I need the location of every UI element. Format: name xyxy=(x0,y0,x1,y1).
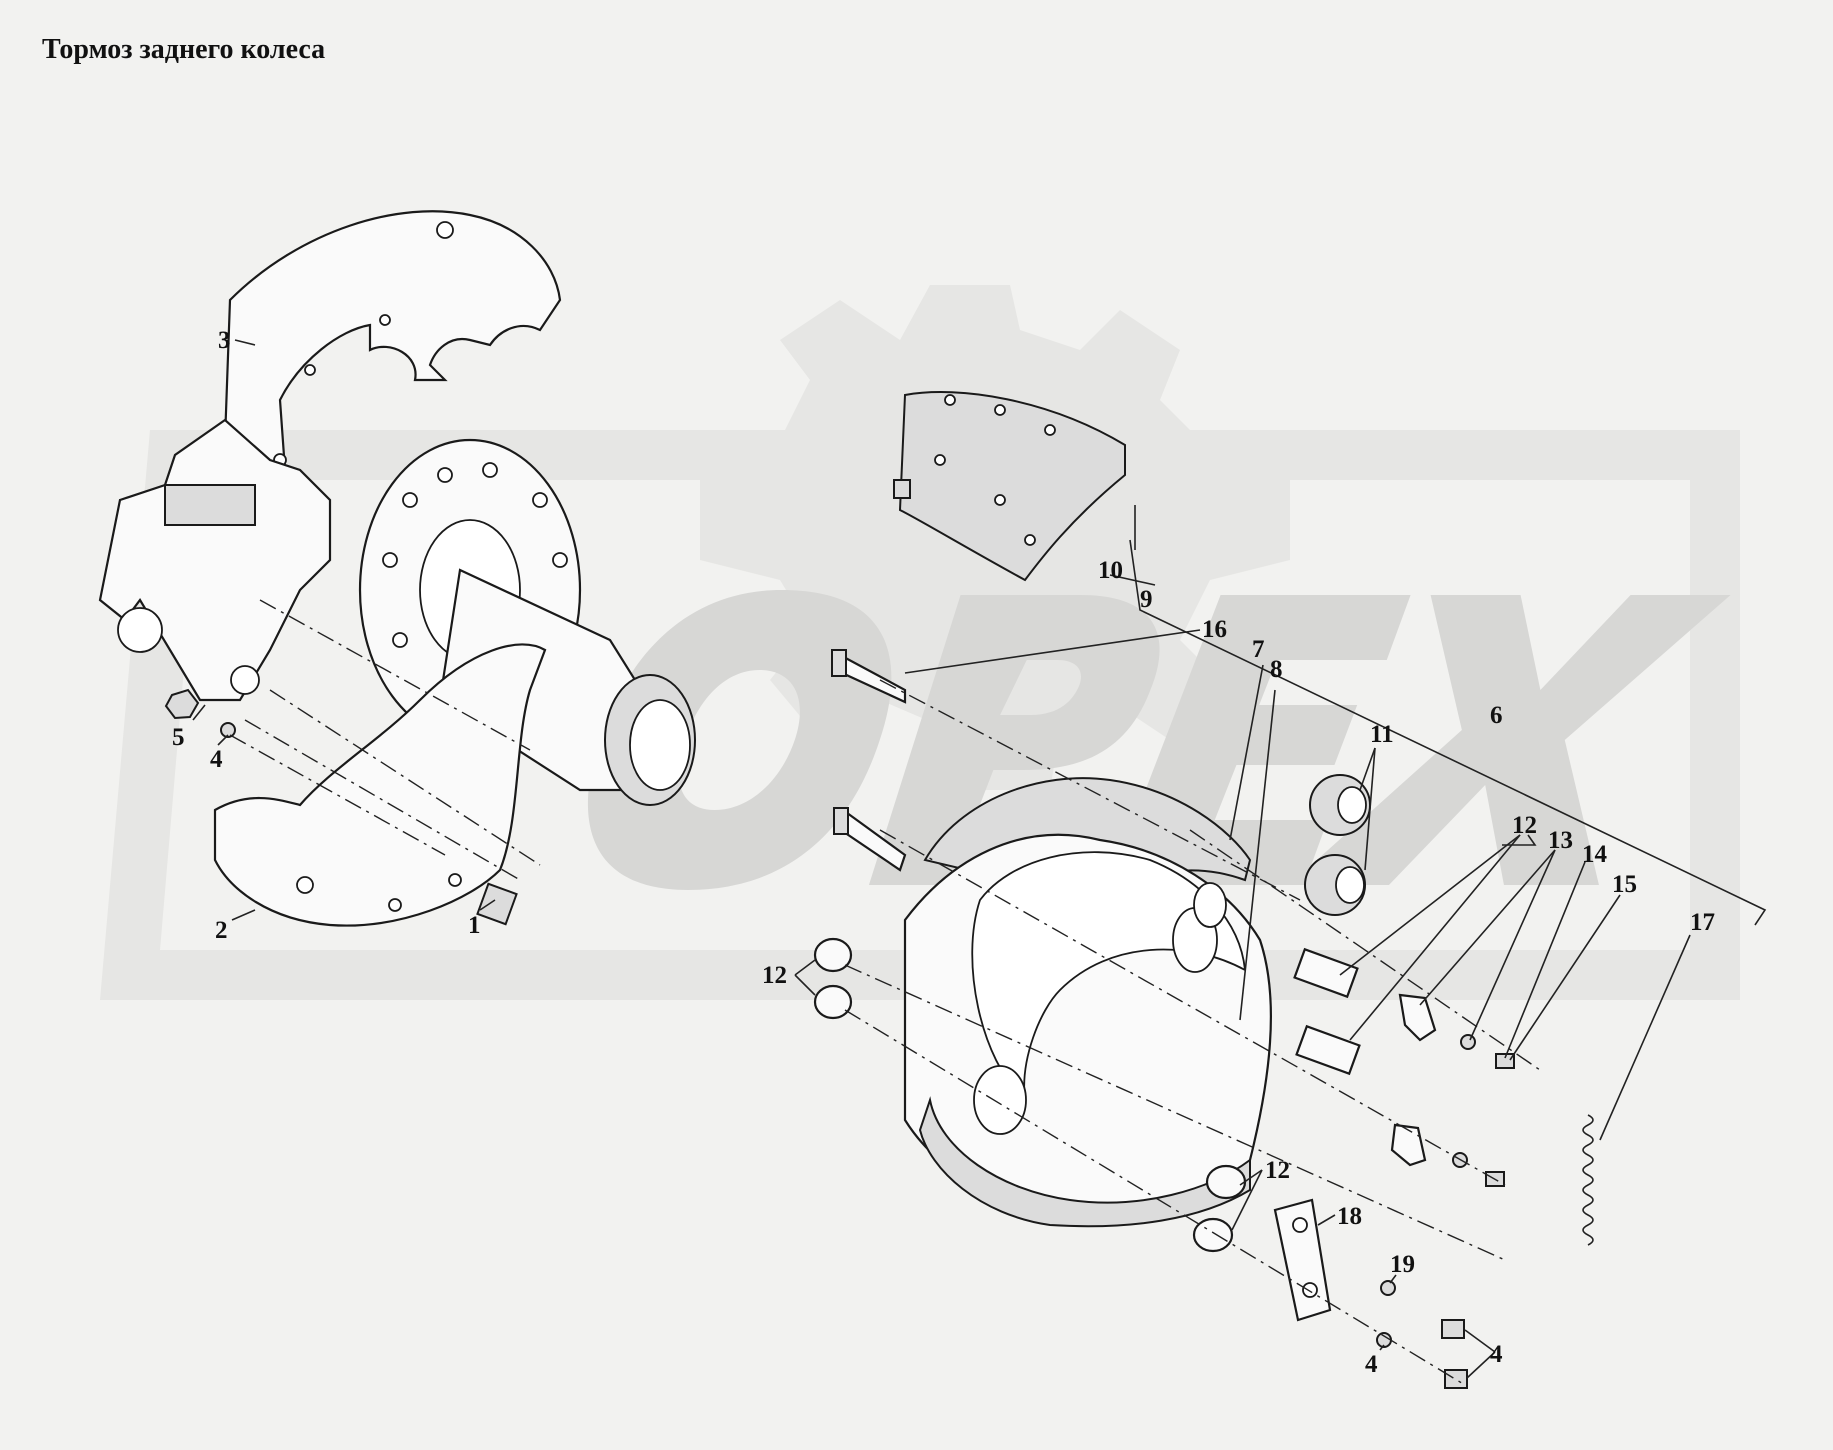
part-18-spring xyxy=(1582,1114,1594,1246)
part-4-washer-c xyxy=(1376,1332,1392,1348)
part-4-washer-b xyxy=(1380,1280,1396,1296)
part-12-ring-a xyxy=(813,937,853,973)
callout-12-right: 12 xyxy=(1265,1157,1290,1184)
callout-7: 7 xyxy=(1252,636,1265,663)
callout-4-low: 4 xyxy=(1365,1351,1378,1378)
callout-15: 14 xyxy=(1582,841,1608,868)
callout-16: 15 xyxy=(1612,871,1637,898)
part-13-bushing-b xyxy=(1295,1024,1361,1076)
callout-13: 12 xyxy=(1512,812,1537,839)
callout-19: 18 xyxy=(1337,1203,1362,1230)
part-5-nut xyxy=(164,688,200,720)
part-4-washer-a xyxy=(220,722,236,738)
leader-lines xyxy=(192,339,1767,1379)
callout-10: 10 xyxy=(1098,557,1123,584)
diagram-title: Тормоз заднего колеса xyxy=(42,34,326,65)
part-13-bushing-a xyxy=(1293,947,1359,999)
assembly-axes xyxy=(229,599,1541,1386)
part-14-clip-b xyxy=(1390,1123,1427,1167)
callout-20: 4 xyxy=(1490,1341,1503,1368)
part-14-clip-a xyxy=(1398,993,1437,1042)
callout-4-mid: 19 xyxy=(1390,1251,1415,1278)
axle-housing xyxy=(98,418,332,702)
part-20-bolt-b xyxy=(1444,1369,1468,1389)
part-17-head-upper xyxy=(831,649,847,677)
part-15-washer-a xyxy=(1460,1034,1476,1050)
part-9-lining xyxy=(898,391,1126,582)
callout-14: 13 xyxy=(1548,827,1573,854)
part-2-lower-shield xyxy=(213,643,547,927)
part-12-ring-d xyxy=(1192,1217,1234,1253)
brake-shoe-assembly xyxy=(903,777,1272,1228)
callout-11: 11 xyxy=(1370,721,1394,748)
part-11-rollers xyxy=(1304,774,1371,916)
part-17-head-lower xyxy=(833,807,849,835)
callout-2: 2 xyxy=(215,917,228,944)
part-12-ring-b xyxy=(813,984,853,1020)
callout-4-left: 4 xyxy=(210,746,223,773)
part-20-bolt-a xyxy=(1441,1319,1465,1339)
callout-8: 8 xyxy=(1270,656,1283,683)
part-1-bushing xyxy=(476,882,518,926)
callout-5: 5 xyxy=(172,724,185,751)
part-3-upper-shield xyxy=(223,210,562,492)
callout-12-left: 12 xyxy=(762,962,787,989)
callout-6: 6 xyxy=(1490,702,1503,729)
callout-17: 16 xyxy=(1202,616,1227,643)
part-10-rivet xyxy=(893,479,911,499)
callout-18: 17 xyxy=(1690,909,1715,936)
callout-3: 3 xyxy=(218,327,231,354)
part-12-ring-c xyxy=(1205,1164,1247,1200)
callout-1: 1 xyxy=(468,912,481,939)
callout-9: 9 xyxy=(1140,586,1153,613)
part-16-bolt-a xyxy=(1495,1053,1515,1069)
